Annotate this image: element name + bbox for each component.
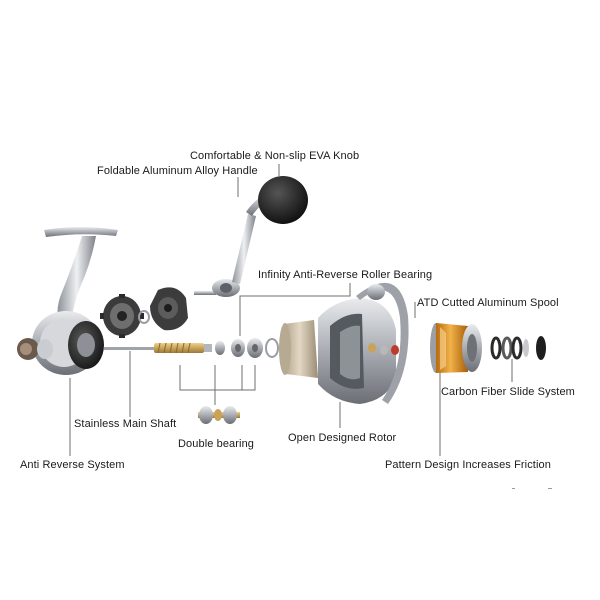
label-main-shaft: Stainless Main Shaft xyxy=(74,418,177,430)
reel-body xyxy=(17,227,156,375)
rotor-cage xyxy=(318,282,409,404)
label-roller-bearing: Infinity Anti-Reverse Roller Bearing xyxy=(258,269,433,281)
brass-screw xyxy=(154,342,212,354)
label-double-bearing: Double bearing xyxy=(178,438,255,450)
carbon-washers xyxy=(490,336,546,360)
small-ring xyxy=(138,310,150,324)
label-anti-reverse: Anti Reverse System xyxy=(20,459,125,471)
leader-lines xyxy=(69,164,513,456)
label-foldable-handle: Foldable Aluminum Alloy Handle xyxy=(97,165,258,177)
label-open-rotor: Open Designed Rotor xyxy=(288,432,397,444)
stray-marks xyxy=(512,488,552,489)
rotor-housing xyxy=(279,320,318,378)
label-carbon-fiber-slide: Carbon Fiber Slide System xyxy=(441,386,575,398)
double-bearing-part xyxy=(198,406,240,424)
label-aluminum-spool: ATD Cutted Aluminum Spool xyxy=(417,297,559,309)
drive-gear xyxy=(100,294,144,338)
label-eva-knob: Comfortable & Non-slip EVA Knob xyxy=(190,150,360,162)
foldable-handle xyxy=(194,176,308,297)
bearings-row xyxy=(215,338,279,358)
label-friction: Pattern Design Increases Friction xyxy=(385,459,551,471)
gear-plate xyxy=(150,287,188,331)
aluminum-spool xyxy=(430,323,482,373)
